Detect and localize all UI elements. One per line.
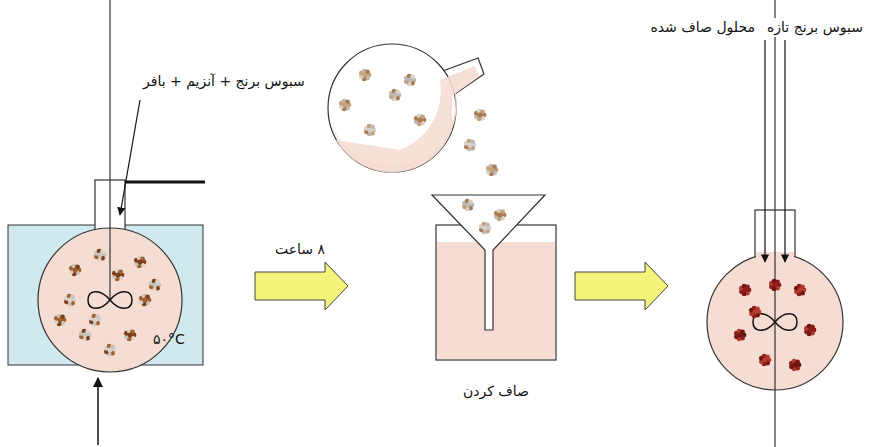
particles <box>54 249 161 357</box>
temperature-label: ۵۰°C <box>150 330 188 349</box>
particles <box>734 279 816 372</box>
funnel <box>432 195 545 330</box>
stirrer-rod <box>109 0 110 300</box>
feed-arrow <box>764 40 765 262</box>
stirrer-rod <box>774 0 775 447</box>
step-arrow <box>575 262 668 310</box>
feed-label: سبوس برنج + آنزیم + بافر <box>140 72 308 91</box>
stirrer-blade <box>88 292 132 309</box>
input-label: سبوس برنج تازه <box>764 18 866 37</box>
step-arrow <box>255 262 348 310</box>
input-label: محلول صاف شده <box>647 18 758 37</box>
feed-arrow <box>784 40 785 262</box>
heat-arrow <box>97 378 99 445</box>
filtrate <box>437 242 555 359</box>
step-label: صاف کردن <box>460 382 532 401</box>
feed-arrow <box>120 100 140 215</box>
time-label: ۸ ساعت <box>272 240 328 259</box>
particles <box>339 69 506 235</box>
pouring-flask <box>328 44 484 173</box>
